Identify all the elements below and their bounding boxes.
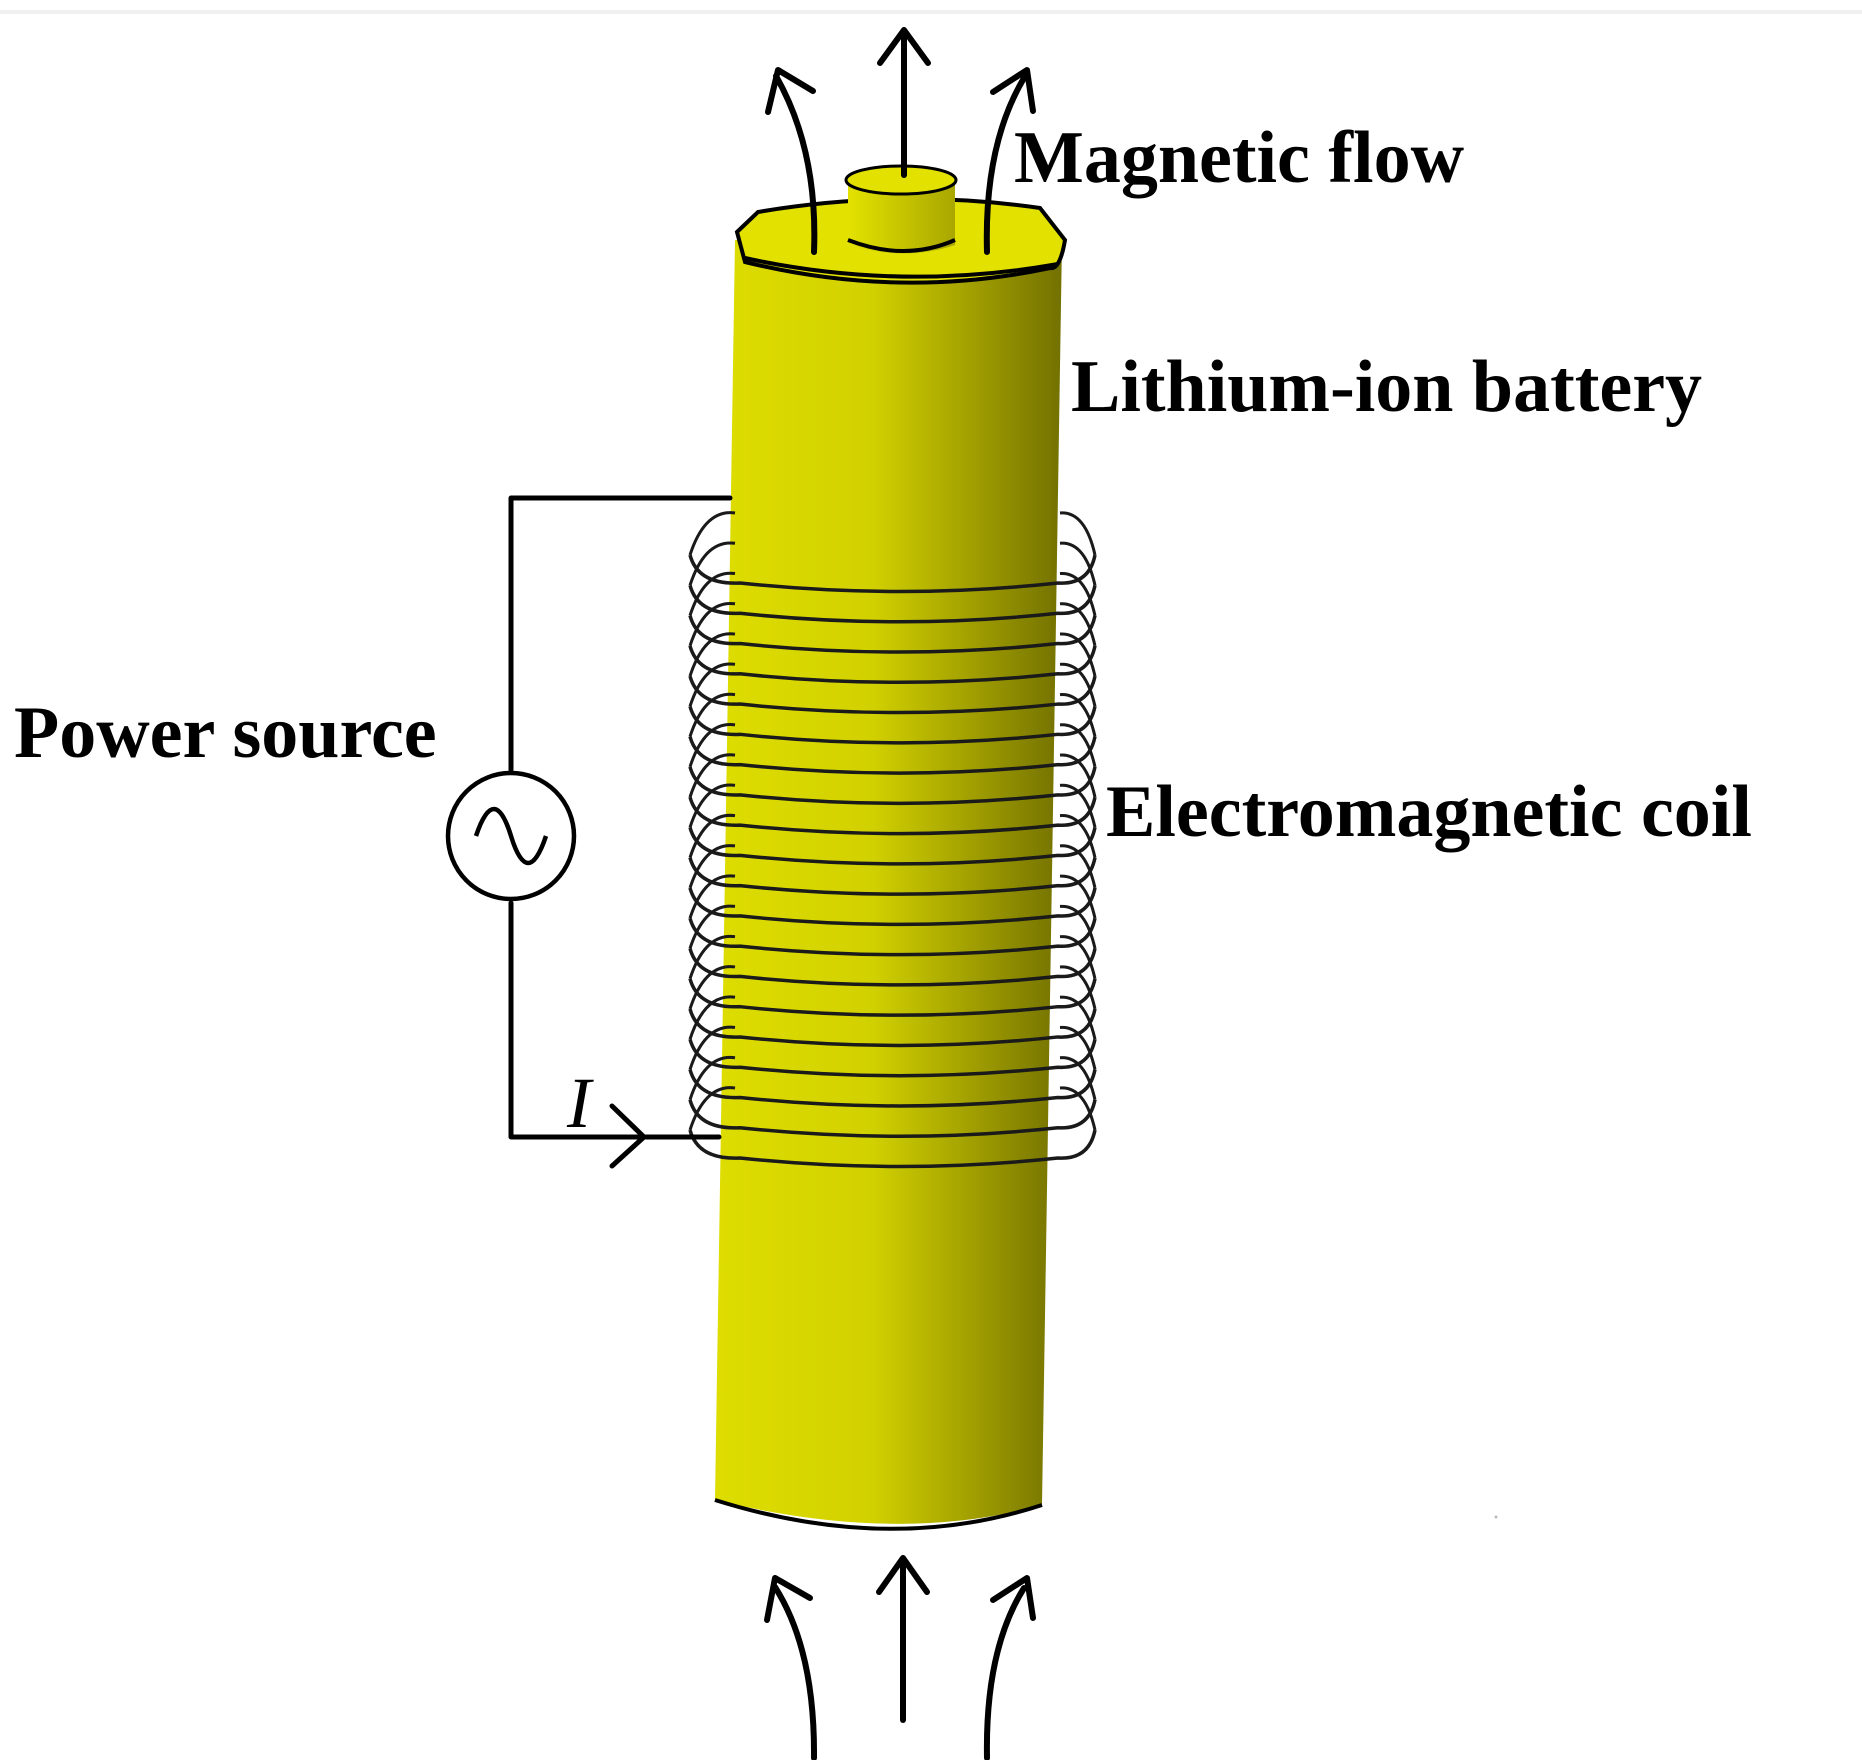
coil-turn: [688, 736, 1097, 775]
coil-turn: [688, 1099, 1097, 1138]
coil-turn: [688, 766, 1097, 806]
arrow-up-icon: [983, 1585, 1027, 1760]
coil-turn-back: [688, 632, 1097, 677]
arrow-up-icon: [772, 1584, 818, 1760]
coil-turn-back: [688, 965, 1097, 1010]
coil-turn-back: [688, 753, 1097, 798]
coil-turn-back: [688, 1025, 1097, 1070]
coil-turn: [688, 796, 1097, 836]
coil-turn: [688, 584, 1097, 624]
arrow-up-icon: [773, 73, 818, 255]
coil-turn-back: [688, 1086, 1097, 1131]
wire-top: [508, 495, 733, 773]
coil-turn-back: [688, 511, 1097, 556]
circuit-wire: [508, 495, 733, 1140]
coil-turn: [688, 1068, 1097, 1108]
coil-label: Electromagnetic coil: [1106, 771, 1752, 853]
coil-turn: [688, 645, 1097, 685]
coil-turn: [688, 917, 1097, 957]
coil-turn: [688, 554, 1097, 594]
wire-bottom: [508, 900, 722, 1140]
battery-terminal-base: [847, 238, 956, 253]
coil-turn-back: [688, 541, 1097, 586]
coil-turn-back: [688, 813, 1097, 859]
coil-turn: [688, 1129, 1097, 1169]
battery-terminal: [848, 180, 955, 254]
coil-turn-back: [688, 874, 1097, 919]
coil-turn-back: [688, 904, 1097, 949]
coil-turn: [688, 826, 1097, 866]
arrow-up-icon: [983, 75, 1027, 255]
magnetic-flow-label: Magnetic flow: [1014, 117, 1465, 199]
battery-body: [715, 240, 1062, 1524]
coil-turn: [688, 705, 1097, 745]
coil-turn: [688, 1038, 1097, 1078]
lithium-ion-battery: [714, 164, 1068, 1531]
coil-turn-back: [688, 844, 1097, 889]
power-source-label: Power source: [14, 692, 437, 774]
coil-turn-back: [688, 1055, 1097, 1101]
electromagnetic-coil: [688, 554, 1097, 1169]
magnetic-flux-arrows-top: [765, 27, 1036, 255]
coil-turn: [688, 1008, 1097, 1048]
battery-top-rim: [744, 256, 1059, 279]
battery-bottom-edge: [714, 1498, 1043, 1531]
coil-turn-back: [688, 934, 1097, 980]
coil-back-turns: [688, 511, 1097, 1131]
coil-turn: [688, 615, 1097, 654]
coil-turn-back: [688, 723, 1097, 768]
coil-turn-back: [688, 602, 1097, 647]
battery-label: Lithium-ion battery: [1071, 346, 1702, 428]
magnetic-flux-arrows-bottom: [764, 1555, 1036, 1760]
coil-turn: [688, 857, 1097, 896]
coil-turn-back: [688, 995, 1097, 1040]
ac-source-icon: [445, 770, 577, 902]
coil-turn: [688, 675, 1097, 715]
chevron-right-icon: [609, 1103, 647, 1169]
coil-turn-back: [688, 571, 1097, 616]
coil-turn-back: [688, 662, 1097, 707]
current-label: I: [566, 1063, 594, 1143]
coil-turn-back: [688, 783, 1097, 828]
coil-turn-back: [688, 692, 1097, 738]
coil-turn: [688, 947, 1097, 987]
coil-turn: [688, 887, 1097, 927]
coil-turn: [688, 978, 1097, 1017]
